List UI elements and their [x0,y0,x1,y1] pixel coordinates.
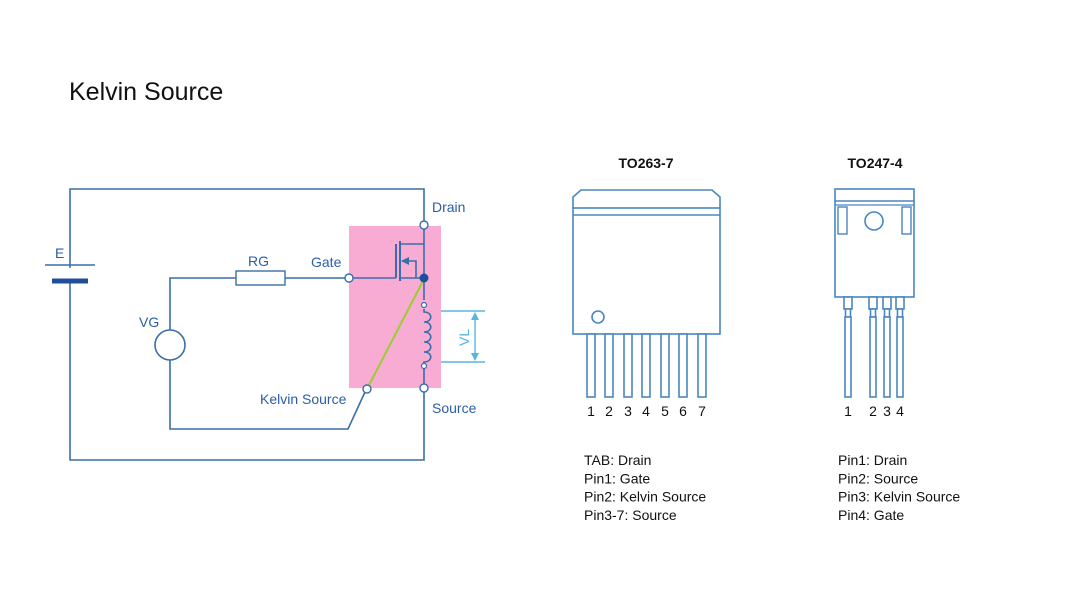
inductor-top-node [420,301,428,309]
kelvin-return-wire [169,359,366,430]
resistor-label: RG [248,253,269,269]
drain-terminal [419,220,429,230]
vl-arrow-down [471,353,479,361]
outer-loop-bottom-wire [69,283,425,461]
kelvin-source-label: Kelvin Source [260,391,347,407]
to247-pin-neck-3 [883,308,891,318]
inductor-bottom-node [420,362,428,370]
to263-pin-number: 3 [624,403,632,419]
to263-pinout-line: Pin1: Gate [584,470,650,486]
outer-loop-top-wire [69,188,425,262]
to263-pin-number: 7 [698,403,706,419]
to247-pin-neck-2 [869,308,877,318]
to247-mounting-hole [864,211,884,231]
to247-right-notch [901,206,912,235]
to263-pin-3 [623,333,633,398]
to247-pin-shoulder-1 [843,296,853,310]
to263-pin-number: 2 [605,403,613,419]
to263-pin-number: 5 [661,403,669,419]
to247-pinout-line: Pin1: Drain [838,452,907,468]
source-inductance-coil [423,309,432,384]
to263-pinout-line: Pin2: Kelvin Source [584,489,706,505]
mosfet-arrowhead [401,257,409,265]
page-title: Kelvin Source [69,78,224,106]
package-title-to247-4: TO247-4 [848,155,903,171]
to247-pin-3 [883,316,891,398]
vl-arrow-up [471,312,479,320]
package-title-to263-7: TO263-7 [619,155,674,171]
to263-pin-1 [586,333,596,398]
vl-label: VL [456,329,472,346]
to247-pin-2 [869,316,877,398]
to263-pin-7 [697,333,707,398]
to263-pin-2 [604,333,614,398]
to263-pin-6 [678,333,688,398]
gate-resistor [235,270,286,286]
circuit-diagram: E RG Gate Drain Source Kelvin Source VG … [45,188,485,461]
to247-pin-neck-4 [896,308,904,318]
to247-pinout-line: Pin4: Gate [838,507,904,523]
to247-pin-neck-1 [844,308,852,318]
to263-pin-number: 4 [642,403,650,419]
source-junction-node [419,273,429,283]
to247-pin-number: 4 [896,403,904,419]
to247-pinout-line: Pin3: Kelvin Source [838,489,960,505]
to263-pinout-line: Pin3-7: Source [584,507,677,523]
to263-body [572,207,721,335]
to247-pin-number: 3 [883,403,891,419]
to263-pin1-marker [591,310,605,324]
kelvin-source-terminal [362,384,372,394]
to247-pinout-line: Pin2: Source [838,470,918,486]
to263-tab [572,189,721,208]
to263-pin-5 [660,333,670,398]
kelvin-source-connection [367,278,425,388]
to247-pin-4 [896,316,904,398]
to247-pin-1 [844,316,852,398]
to247-pin-shoulder-4 [895,296,905,310]
drain-label: Drain [432,199,465,215]
to247-left-notch [837,206,848,235]
source-terminal [419,383,429,393]
battery-label: E [55,245,64,261]
to263-pin-number: 6 [679,403,687,419]
to263-pin-4 [641,333,651,398]
to247-pin-shoulder-3 [882,296,892,310]
gate-terminal [344,273,354,283]
to247-pin-number: 2 [869,403,877,419]
vg-label: VG [139,314,159,330]
to247-pin-number: 1 [844,403,852,419]
to247-pin-shoulder-2 [868,296,878,310]
vg-voltage-source [154,329,186,361]
gate-label: Gate [311,254,342,270]
to263-pinout-line: TAB: Drain [584,452,651,468]
gate-loop-left-wire [169,277,236,330]
to263-pin-number: 1 [587,403,595,419]
source-label: Source [432,400,477,416]
